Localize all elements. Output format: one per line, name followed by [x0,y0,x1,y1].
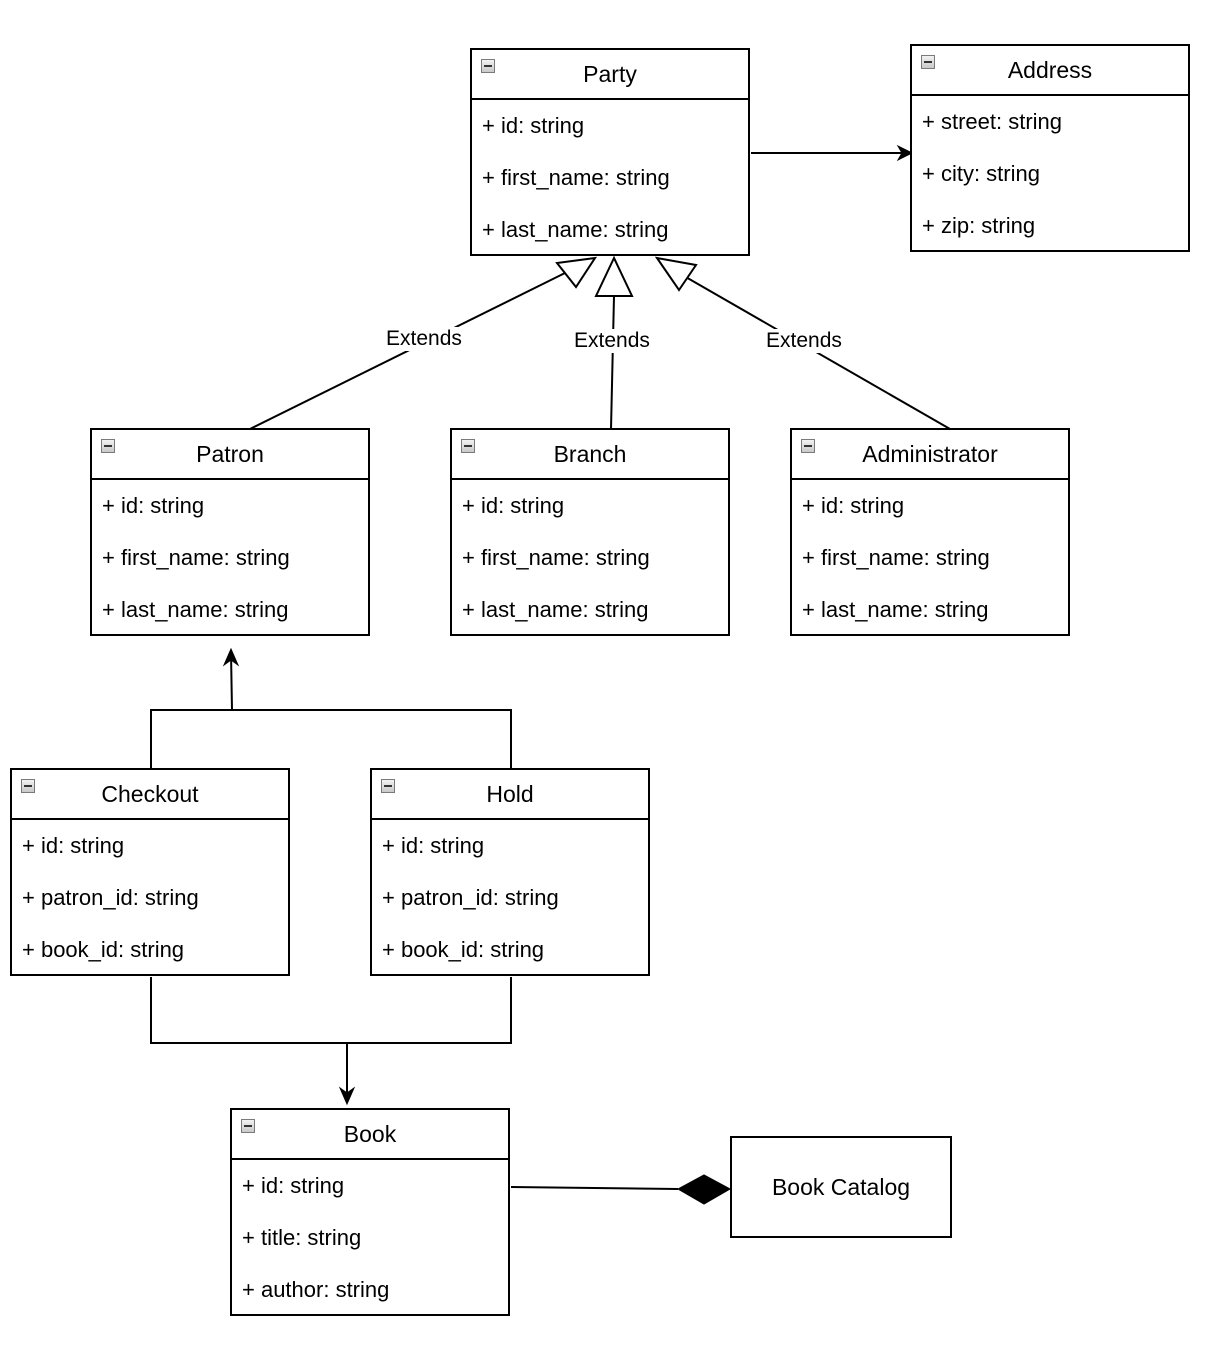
party-attribute: + first_name: string [482,165,670,190]
patron-generalization-arrow [555,256,598,289]
checkout-attribute: + book_id: string [22,937,185,962]
branch-class-name: Branch [553,440,627,467]
collapse-icon[interactable] [241,1119,255,1133]
hold-attribute: + book_id: string [382,937,545,962]
administrator-generalization-arrow [654,256,698,292]
collapse-icon[interactable] [801,439,815,453]
hold-attribute: + id: string [382,833,485,858]
hold-attribute: + patron_id: string [382,885,559,910]
administrator-attribute: + first_name: string [802,545,990,570]
address-attribute: + city: string [922,161,1040,186]
collapse-icon[interactable] [381,779,395,793]
book-attribute: + id: string [242,1173,345,1198]
patron-attribute: + last_name: string [102,597,289,622]
patron-header: Patron [92,430,368,480]
collapse-icon[interactable] [481,59,495,73]
book-class[interactable]: Book + id: string + title: string + auth… [230,1108,510,1316]
collapse-icon[interactable] [921,55,935,69]
address-class-name: Address [1007,56,1093,83]
book-catalog-composition-line [510,1186,679,1190]
administrator-attribute: + last_name: string [802,597,989,622]
book-header: Book [232,1110,508,1160]
administrator-attribute: + id: string [802,493,905,518]
branch-extends-label: Extends [572,329,652,353]
address-attribute: + zip: string [922,213,1036,238]
checkout-hold-patron-connector [150,709,512,769]
patron-association-arrowhead [222,647,240,667]
book-association-arrowhead [338,1086,356,1106]
branch-attribute: + last_name: string [462,597,649,622]
address-class[interactable]: Address + street: string + city: string … [910,44,1190,252]
composition-diamond [676,1174,732,1205]
book-catalog-box[interactable]: Book Catalog [730,1136,952,1238]
party-header: Party [472,50,748,100]
party-class-name: Party [583,60,637,87]
patron-attribute: + id: string [102,493,205,518]
administrator-class[interactable]: Administrator + id: string + first_name:… [790,428,1070,636]
address-header: Address [912,46,1188,96]
branch-generalization-arrow [594,255,634,297]
hold-header: Hold [372,770,648,820]
branch-header: Branch [452,430,728,480]
patron-class[interactable]: Patron + id: string + first_name: string… [90,428,370,636]
branch-extends-line [610,295,615,430]
hold-class[interactable]: Hold + id: string + patron_id: string + … [370,768,650,976]
patron-association-line [230,652,233,711]
book-catalog-label: Book Catalog [771,1173,911,1200]
checkout-header: Checkout [12,770,288,820]
checkout-class-name: Checkout [101,780,199,807]
hold-class-name: Hold [486,780,534,807]
checkout-hold-book-connector [150,977,512,1044]
party-class[interactable]: Party + id: string + first_name: string … [470,48,750,256]
branch-class[interactable]: Branch + id: string + first_name: string… [450,428,730,636]
party-attribute: + id: string [482,113,585,138]
administrator-header: Administrator [792,430,1068,480]
party-address-arrowhead [896,144,914,162]
patron-attribute: + first_name: string [102,545,290,570]
collapse-icon[interactable] [461,439,475,453]
collapse-icon[interactable] [21,779,35,793]
administrator-extends-label: Extends [764,329,844,353]
checkout-attribute: + patron_id: string [22,885,199,910]
checkout-class[interactable]: Checkout + id: string + patron_id: strin… [10,768,290,976]
address-attribute: + street: string [922,109,1063,134]
party-attribute: + last_name: string [482,217,669,242]
patron-class-name: Patron [196,440,264,467]
administrator-class-name: Administrator [862,440,998,467]
collapse-icon[interactable] [101,439,115,453]
branch-attribute: + id: string [462,493,565,518]
checkout-attribute: + id: string [22,833,125,858]
branch-attribute: + first_name: string [462,545,650,570]
patron-extends-label: Extends [384,327,464,351]
book-attribute: + author: string [242,1277,390,1302]
book-class-name: Book [343,1120,397,1147]
book-attribute: + title: string [242,1225,362,1250]
